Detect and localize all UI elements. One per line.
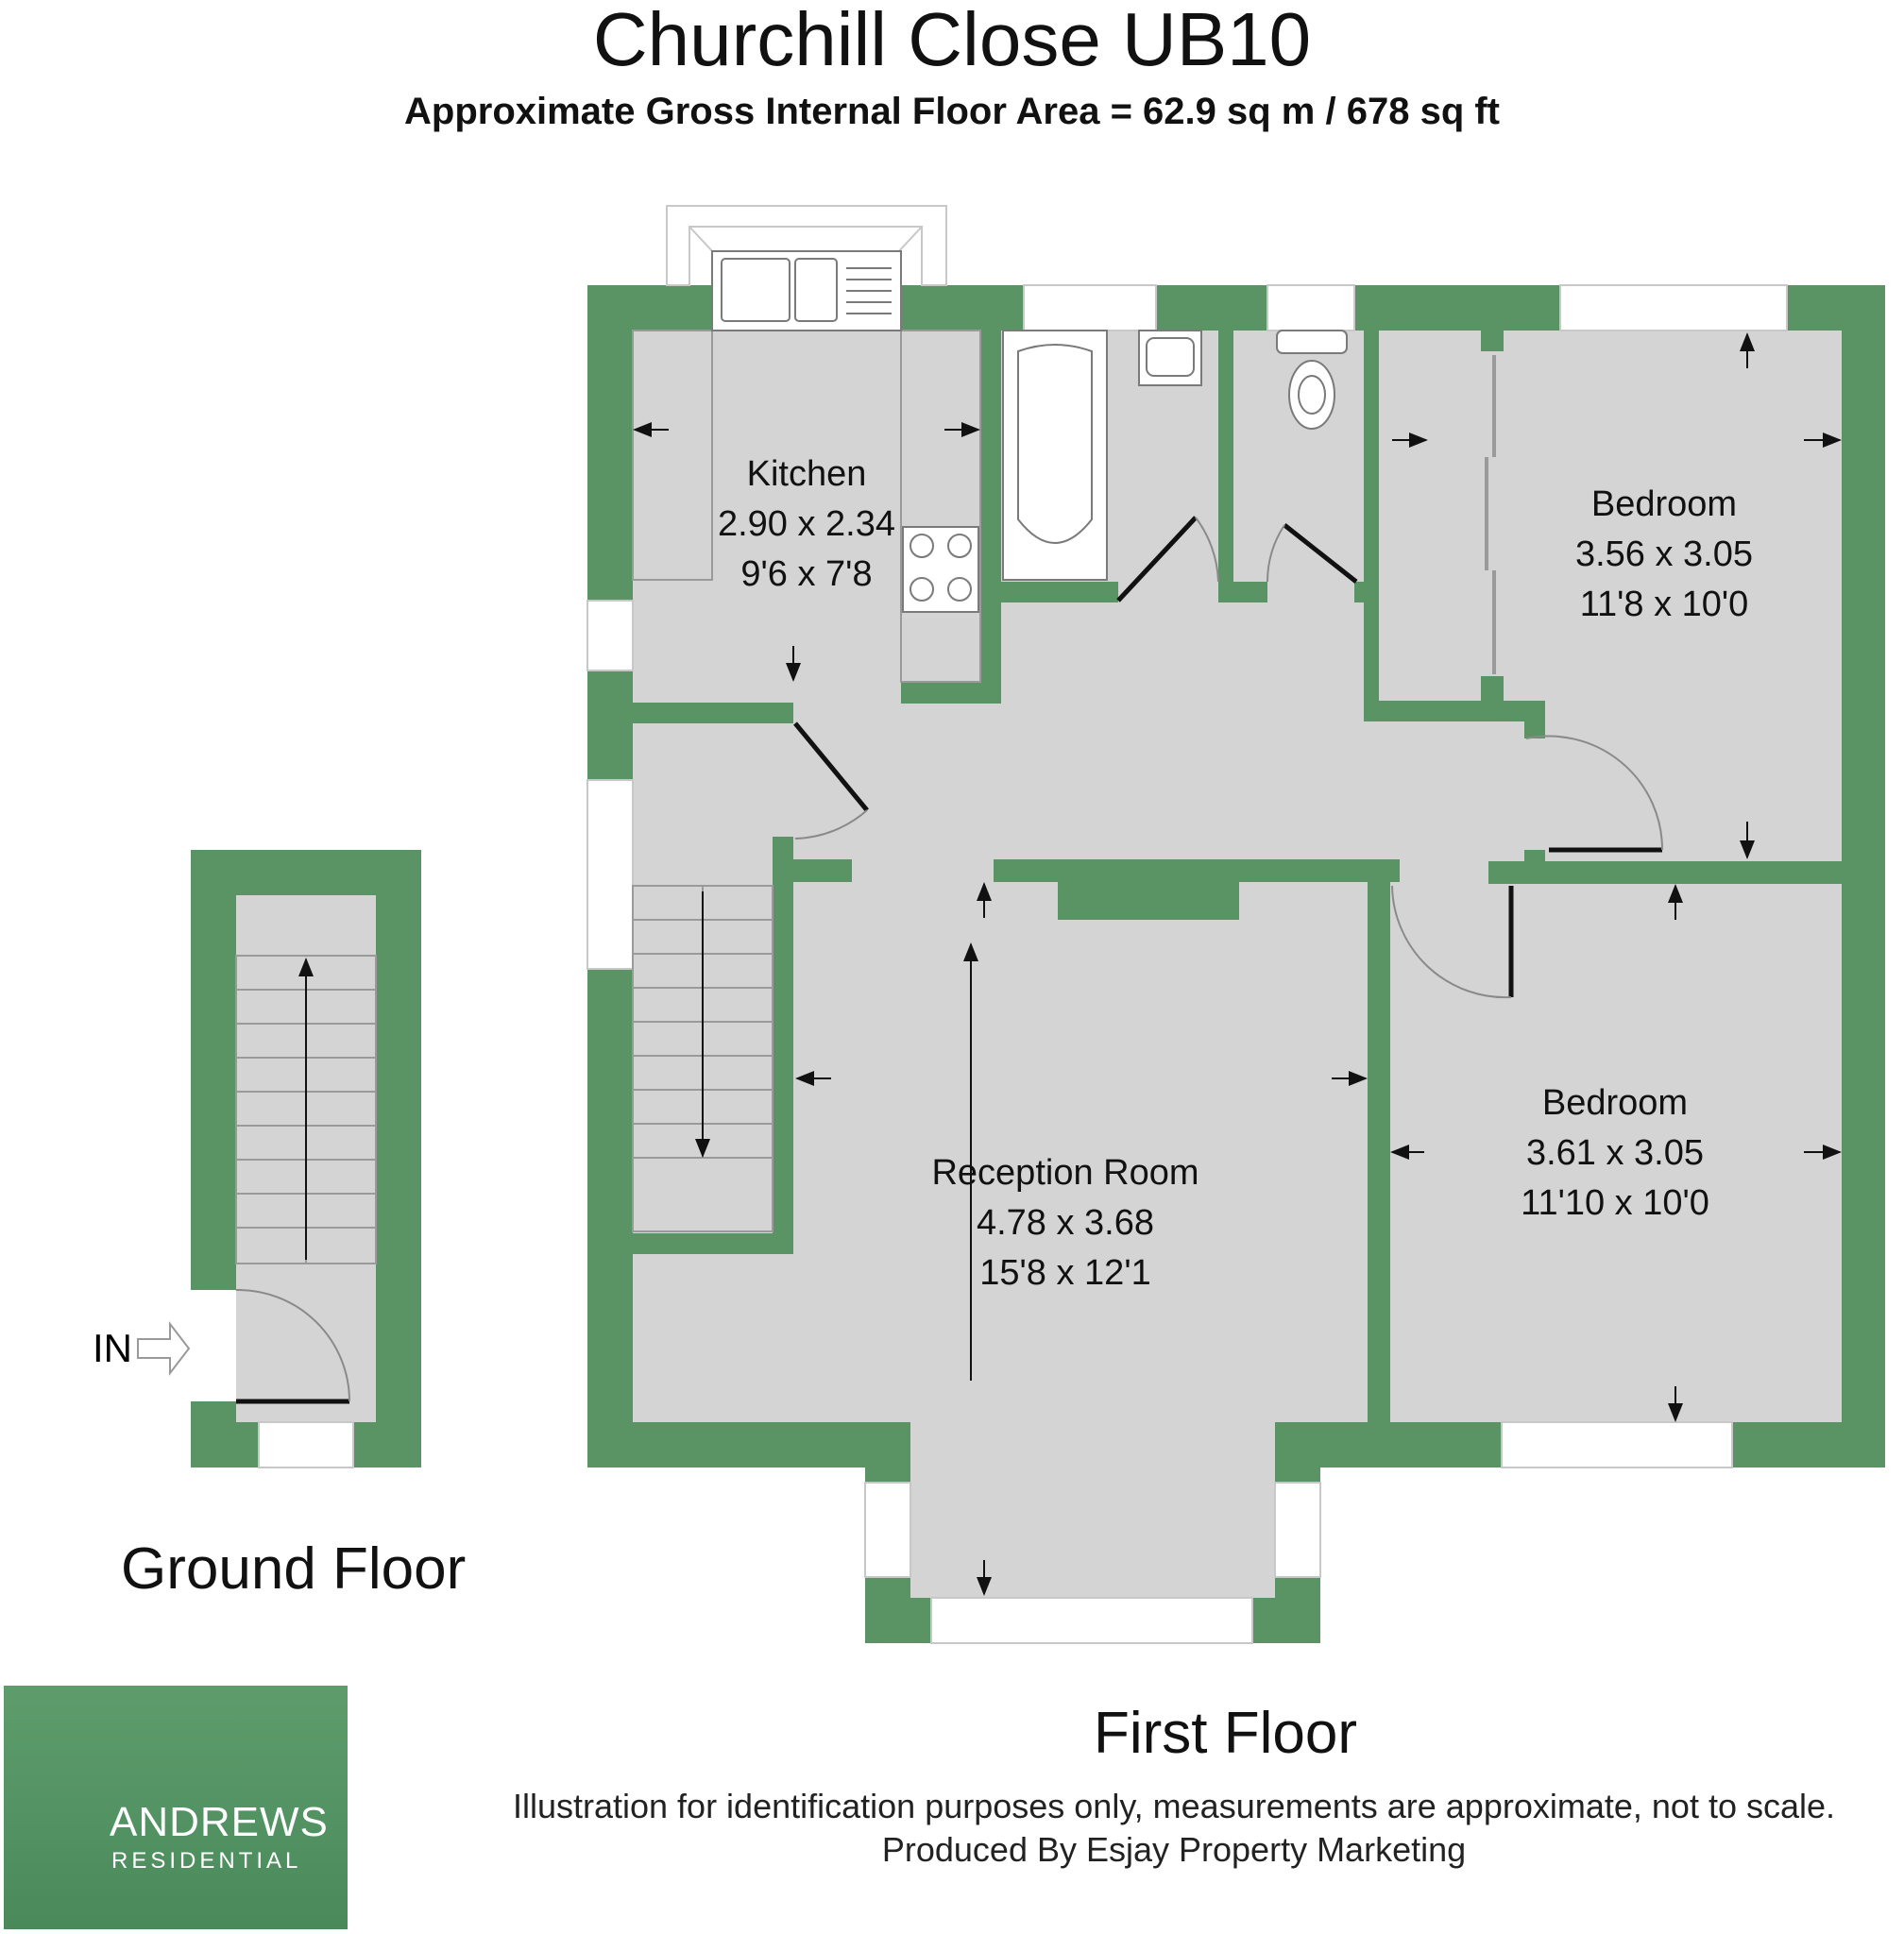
entrance-arrow-icon bbox=[137, 1321, 191, 1376]
disclaimer-text: Illustration for identification purposes… bbox=[512, 1787, 1836, 1825]
hob-icon bbox=[902, 526, 979, 613]
room-label-bedroom-2: Bedroom 3.61 x 3.05 11'10 x 10'0 bbox=[1521, 1083, 1709, 1223]
kitchen-sink-icon bbox=[711, 250, 902, 331]
ground-floor-label: Ground Floor bbox=[121, 1536, 467, 1602]
room-label-kitchen: Kitchen 2.90 x 2.34 9'6 x 7'8 bbox=[717, 454, 896, 594]
ground-floor-plan bbox=[137, 850, 421, 1468]
logo-name: ANDREWS bbox=[110, 1799, 329, 1845]
basin-icon bbox=[1138, 330, 1202, 386]
first-floor-label: First Floor bbox=[1094, 1701, 1357, 1766]
bath-icon bbox=[1002, 330, 1108, 581]
logo-subtitle: RESIDENTIAL bbox=[111, 1848, 302, 1874]
room-label-reception: Reception Room 4.78 x 3.68 15'8 x 12'1 bbox=[931, 1153, 1199, 1293]
entrance-label: IN bbox=[93, 1326, 132, 1370]
first-floor-plan bbox=[586, 205, 1885, 1644]
toilet-icon bbox=[1276, 330, 1348, 430]
producer-credit: Produced By Esjay Property Marketing bbox=[881, 1830, 1467, 1869]
andrews-residential-logo: ANDREWS RESIDENTIAL bbox=[4, 1686, 348, 1929]
room-label-bedroom-1: Bedroom 3.56 x 3.05 11'8 x 10'0 bbox=[1574, 484, 1754, 624]
floor-area-subtitle: Approximate Gross Internal Floor Area = … bbox=[404, 91, 1500, 132]
page-title: Churchill Close UB10 bbox=[592, 0, 1312, 81]
